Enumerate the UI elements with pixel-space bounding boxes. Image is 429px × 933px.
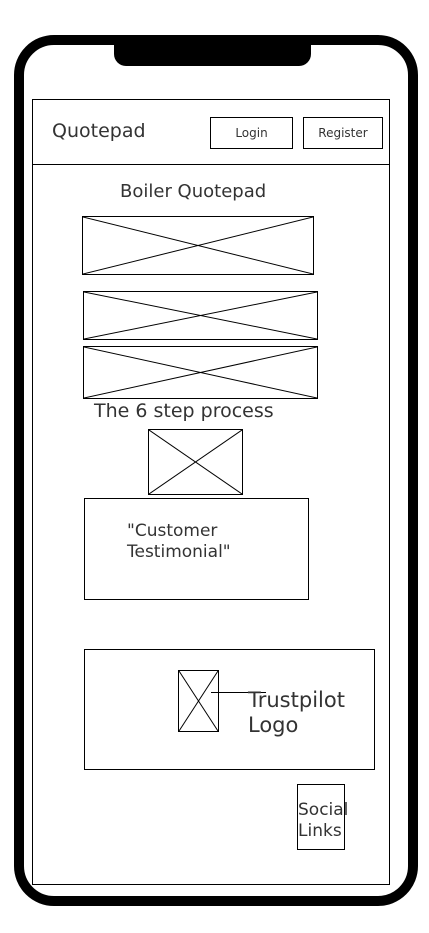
trustpilot-card [84, 649, 375, 770]
image-placeholder-1 [83, 291, 318, 340]
phone-notch [114, 38, 311, 66]
login-button[interactable]: Login [210, 117, 293, 149]
testimonial-card [84, 498, 309, 600]
brand-logo[interactable]: Quotepad [52, 120, 146, 142]
trustpilot-logo-placeholder [178, 670, 219, 732]
trustpilot-label: Trustpilot Logo [248, 688, 345, 737]
header-bar [32, 99, 390, 165]
hero-image-placeholder [82, 216, 314, 275]
process-image-placeholder [148, 429, 243, 495]
image-placeholder-2 [83, 346, 318, 399]
testimonial-text: "Customer Testimonial" [127, 521, 231, 562]
screen [32, 99, 390, 885]
callout-line [211, 692, 266, 693]
social-links-box[interactable] [297, 784, 345, 850]
register-button[interactable]: Register [303, 117, 383, 149]
process-title: The 6 step process [94, 400, 274, 422]
social-links-label[interactable]: Social Links [298, 800, 349, 841]
page-title: Boiler Quotepad [120, 181, 267, 202]
